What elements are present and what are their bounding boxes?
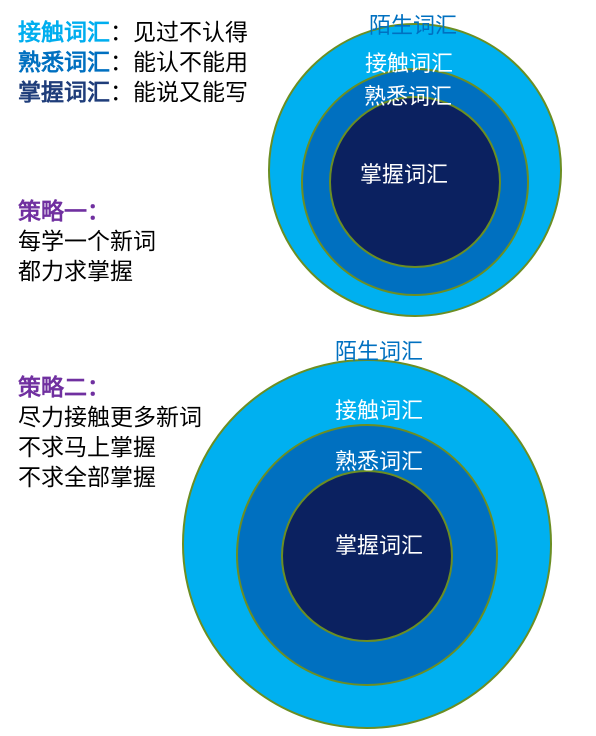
diagram1-mastered-core [329, 96, 501, 268]
definition-contact: 接触词汇：见过不认得 [18, 18, 248, 48]
diagram1-contact-label: 接触词汇 [365, 52, 453, 77]
definition-contact-separator: ： [110, 20, 133, 46]
diagram1: 陌生词汇 接触词汇 熟悉词汇 掌握词汇 [268, 14, 562, 317]
strategy1-title: 策略一： [18, 199, 110, 225]
strategy1-line-2: 都力求掌握 [18, 259, 133, 285]
definition-familiar-separator: ： [110, 50, 133, 76]
diagram1-unknown-label: 陌生词汇 [369, 14, 457, 39]
definition-mastered-term: 掌握词汇 [18, 80, 110, 106]
diagram2-mastered-core [281, 470, 453, 642]
strategy2-line-3: 不求全部掌握 [18, 465, 156, 491]
diagram2-familiar-label: 熟悉词汇 [335, 450, 423, 475]
definition-mastered: 掌握词汇：能说又能写 [18, 78, 248, 108]
diagram1-familiar-label: 熟悉词汇 [364, 85, 452, 110]
definition-familiar-desc: 能认不能用 [133, 50, 248, 76]
definition-mastered-desc: 能说又能写 [133, 80, 248, 106]
diagram2-contact-label: 接触词汇 [335, 399, 423, 424]
definition-contact-term: 接触词汇 [18, 20, 110, 46]
diagram1-mastered-label: 掌握词汇 [360, 163, 448, 188]
definition-familiar: 熟悉词汇：能认不能用 [18, 48, 248, 78]
definition-contact-desc: 见过不认得 [133, 20, 248, 46]
diagram2-mastered-label: 掌握词汇 [335, 534, 423, 559]
definition-mastered-separator: ： [110, 80, 133, 106]
diagram2: 陌生词汇 接触词汇 熟悉词汇 掌握词汇 [182, 340, 552, 729]
strategy1-line-1: 每学一个新词 [18, 229, 156, 255]
diagram2-unknown-label: 陌生词汇 [335, 340, 423, 365]
strategy2-title: 策略二： [18, 375, 110, 401]
definition-familiar-term: 熟悉词汇 [18, 50, 110, 76]
strategy2-line-2: 不求马上掌握 [18, 435, 156, 461]
strategy2-line-1: 尽力接触更多新词 [18, 405, 202, 431]
